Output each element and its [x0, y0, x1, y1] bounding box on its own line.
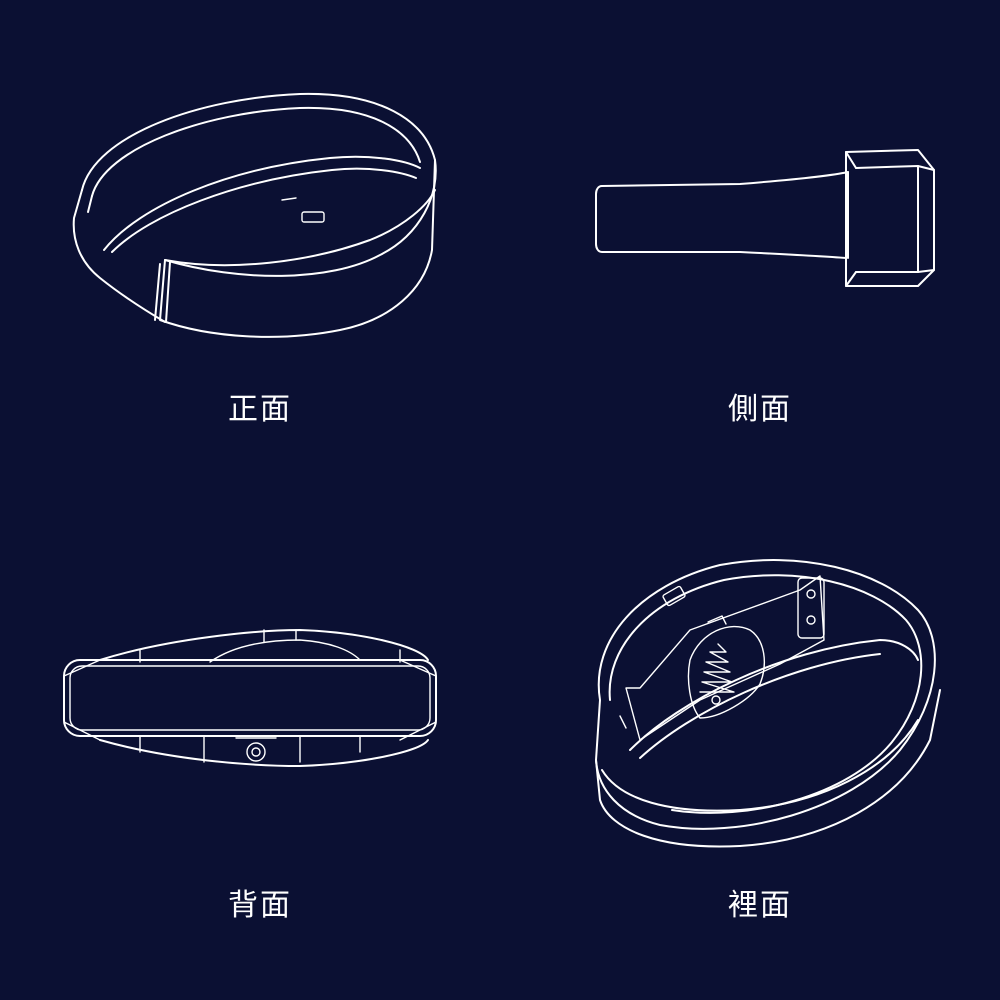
- back-view-label: 背面: [228, 888, 292, 923]
- side-view-label: 側面: [728, 392, 792, 427]
- inner-view-label: 裡面: [728, 888, 792, 923]
- back-view-drawing: [63, 629, 437, 767]
- inner-view-drawing: [595, 559, 941, 848]
- side-view-drawing: [595, 149, 935, 287]
- front-view-drawing: [72, 92, 437, 338]
- front-view-label: 正面: [228, 392, 292, 427]
